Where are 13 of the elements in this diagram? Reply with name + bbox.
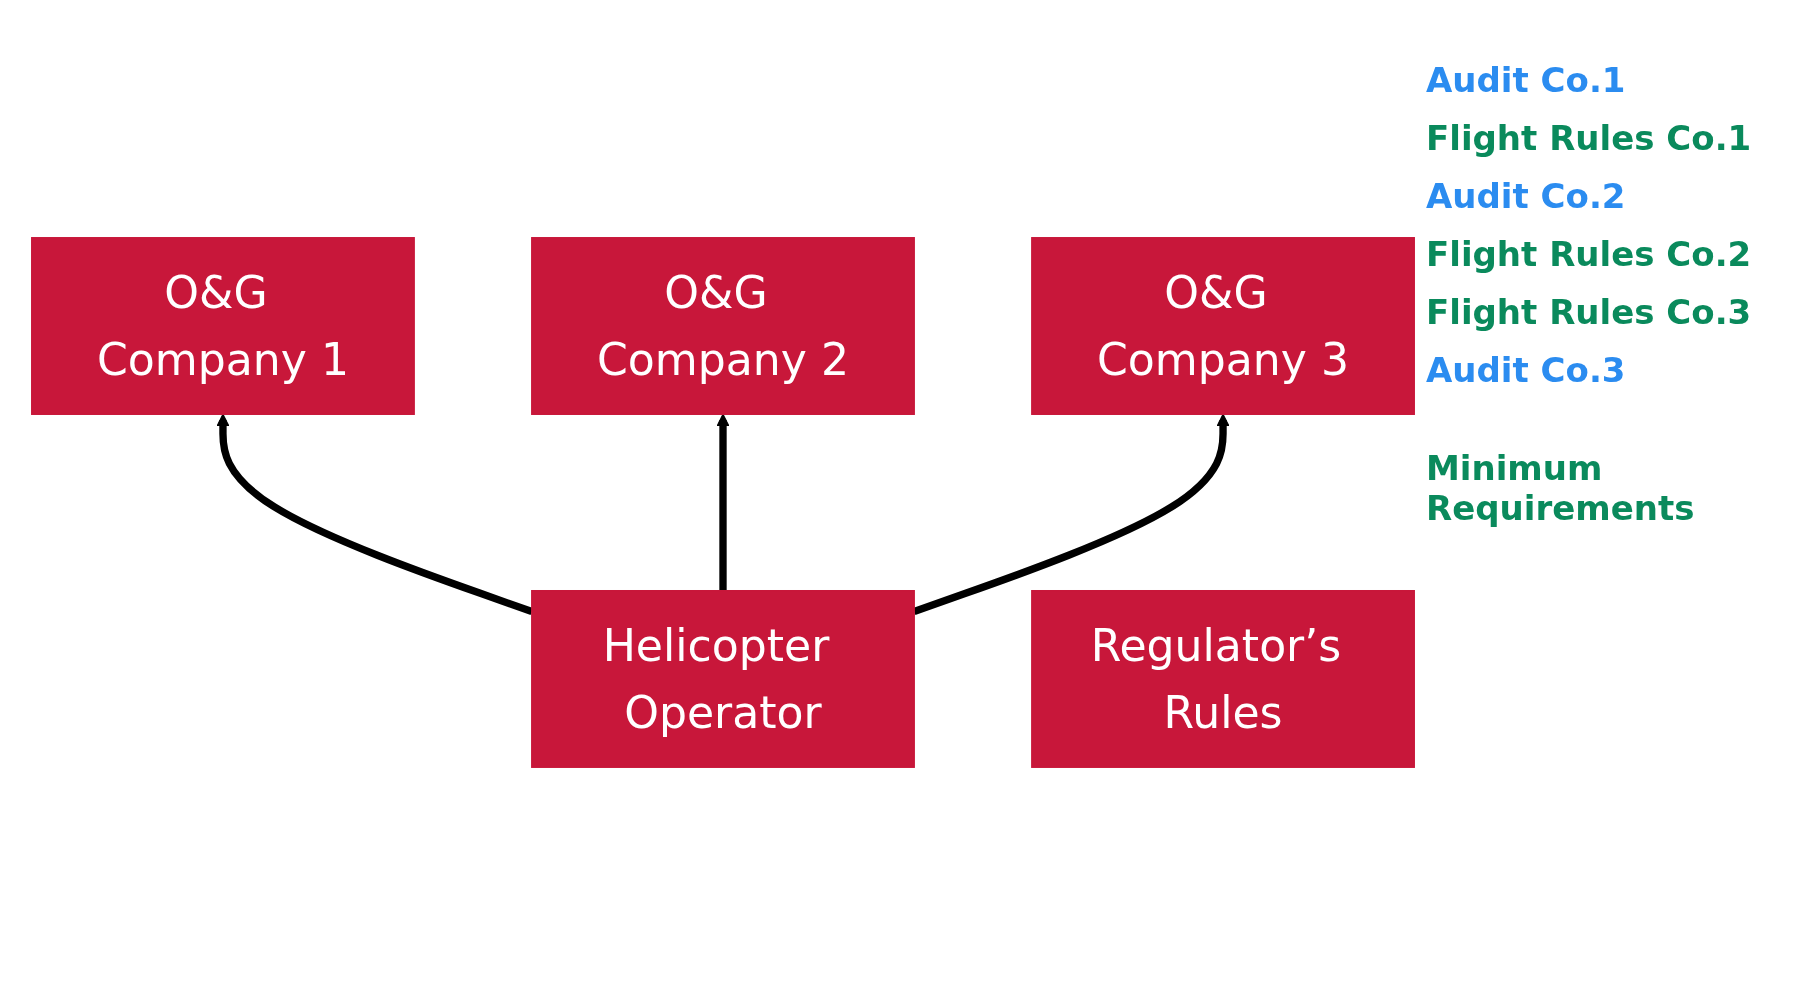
annotation-text: Audit Co.3 <box>1426 350 1627 390</box>
arrow <box>716 413 730 591</box>
node-box: Helicopter Operator <box>531 590 915 768</box>
annotation-text: Audit Co.1 <box>1426 60 1627 100</box>
node-box: O&G Company 2 <box>531 237 915 415</box>
node-box: O&G Company 1 <box>31 237 415 415</box>
annotation-text: Audit Co.2 <box>1426 176 1627 216</box>
annotation-text: Flight Rules Co.1 <box>1426 118 1753 158</box>
node-note: Minimum Requirements <box>1426 448 1696 528</box>
annotation-text: Flight Rules Co.3 <box>1426 292 1753 332</box>
node-box: Regulator’s Rules <box>1031 590 1415 768</box>
node-box: O&G Company 3 <box>1031 237 1415 415</box>
annotation-text: Flight Rules Co.2 <box>1426 234 1753 274</box>
